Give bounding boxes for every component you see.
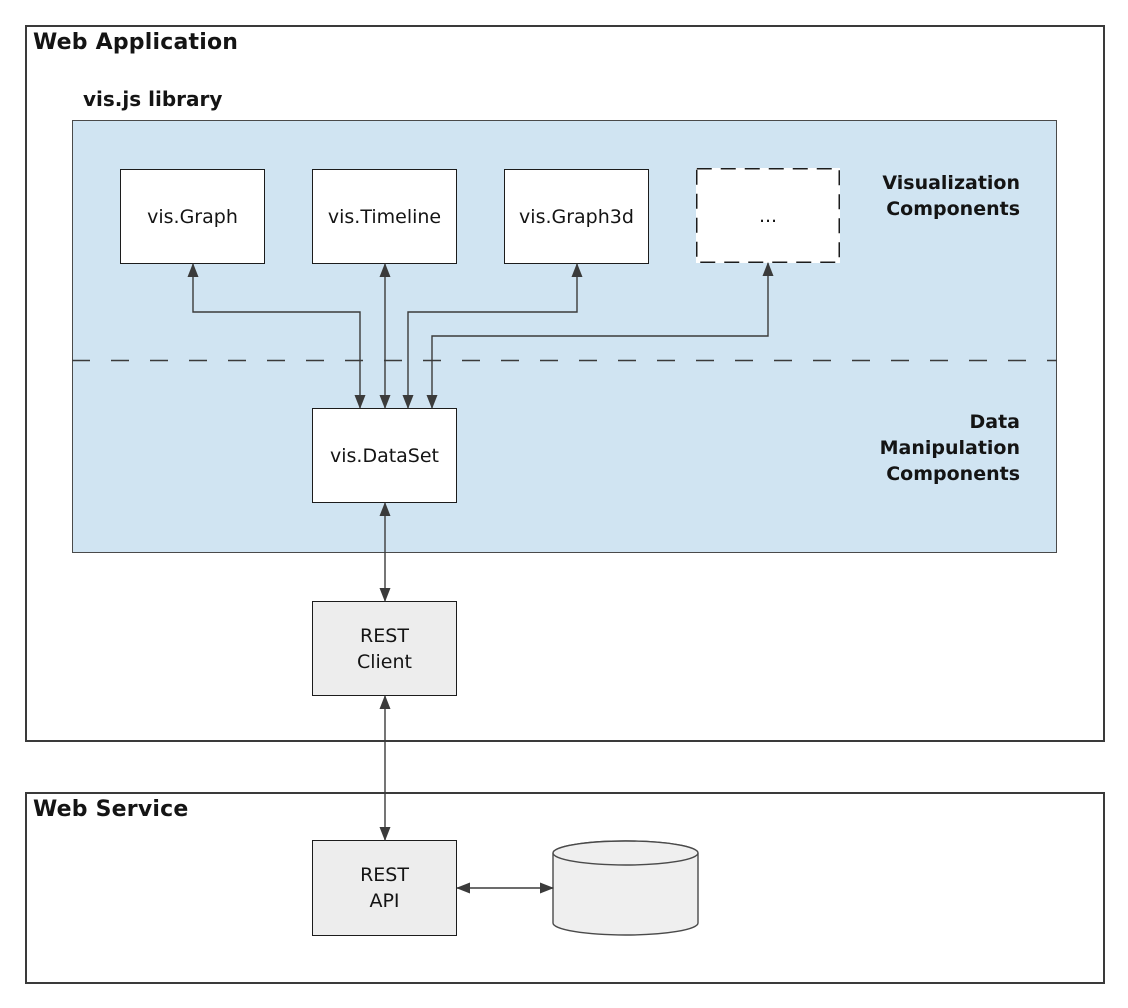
visjs-library-title: vis.js library [83, 87, 223, 111]
node-vis-timeline-label: vis.Timeline [327, 205, 442, 228]
data-store-label: Data [602, 883, 649, 905]
node-rest-api-label: REST API [360, 864, 409, 912]
node-vis-dataset: vis.DataSet [312, 408, 457, 503]
data-manipulation-components-label: Data Manipulation Components [879, 411, 1020, 485]
node-rest-client: REST Client [312, 601, 457, 696]
web-service-container [25, 792, 1105, 984]
web-service-title: Web Service [33, 797, 189, 822]
node-vis-timeline: vis.Timeline [312, 169, 457, 264]
web-application-title: Web Application [33, 30, 239, 55]
node-rest-api: REST API [312, 840, 457, 936]
node-vis-graph3d-label: vis.Graph3d [519, 205, 634, 228]
node-rest-client-label: REST Client [356, 624, 412, 673]
node-vis-dataset-label: vis.DataSet [329, 444, 440, 467]
node-vis-graph: vis.Graph [120, 169, 265, 264]
visualization-components-label: Visualization Components [882, 172, 1020, 220]
node-other-components-label: ... [758, 204, 778, 227]
node-vis-graph3d: vis.Graph3d [504, 169, 649, 264]
node-vis-graph-label: vis.Graph [147, 205, 238, 228]
node-other-components: ... [696, 168, 840, 263]
web-application-container [25, 25, 1105, 742]
